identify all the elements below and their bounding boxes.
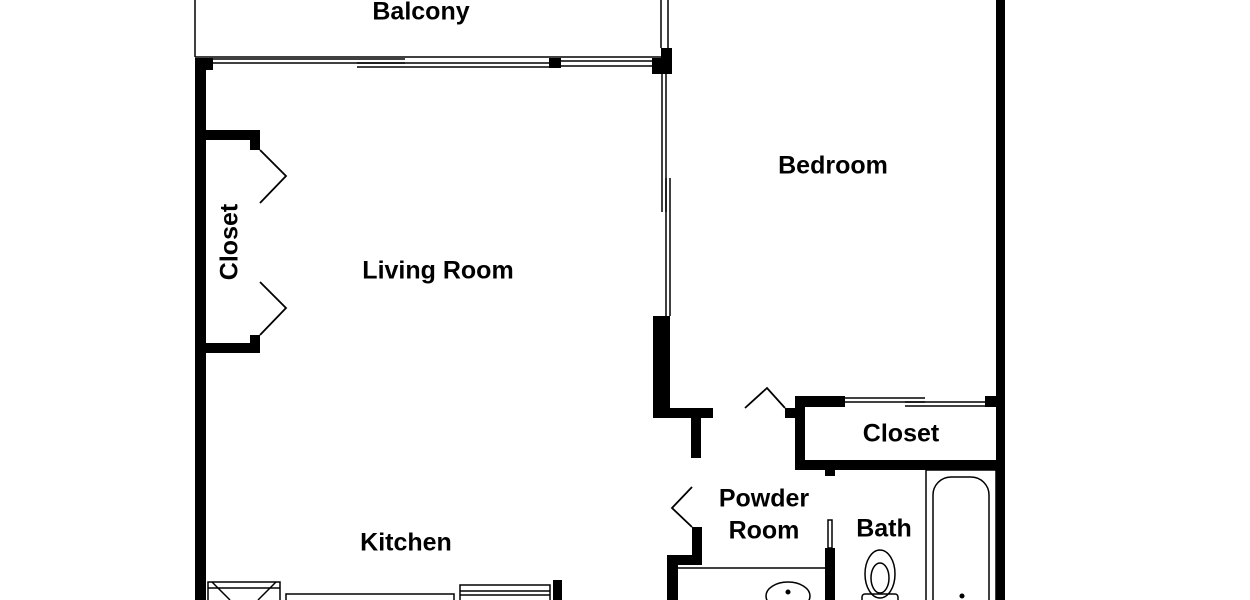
wall-powder-left-top: [667, 555, 692, 565]
wall-corner-balcony: [661, 48, 672, 74]
wall-powder-left: [667, 555, 678, 600]
wall-bed-closet-top: [795, 396, 845, 407]
closet-door-upper: [259, 149, 288, 204]
range: [459, 584, 551, 600]
balcony-outline: [194, 0, 669, 58]
bath-fixtures: [861, 469, 997, 600]
closet-door-lower: [259, 281, 288, 336]
room-label-living-room: Living Room: [362, 257, 513, 285]
toilet-bowl: [864, 549, 896, 599]
walls: [195, 0, 1005, 600]
sliding-door-bed-closet: [845, 397, 985, 407]
toilet-tank: [861, 593, 899, 600]
wall-partition-stub: [691, 408, 701, 458]
wall-bath-powder: [825, 548, 835, 600]
room-label-powder-room-line2: Room: [729, 517, 800, 545]
wall-kitchen-stub: [553, 580, 562, 600]
powder-towel-bar: [827, 519, 833, 549]
bathtub-outer: [925, 469, 997, 600]
wall-bed-closet-left: [795, 396, 805, 470]
room-label-closet-bedroom: Closet: [863, 420, 940, 448]
wall-partition-foot: [653, 408, 713, 418]
wall-bed-closet-bottom: [795, 460, 1005, 470]
door-swings: [259, 149, 786, 528]
room-label-powder-room-line1: Powder: [719, 485, 810, 513]
wall-closet-bottom: [206, 343, 260, 353]
wall-bath-top-stub: [825, 460, 835, 476]
powder-sink: [765, 581, 811, 600]
room-label-balcony: Balcony: [372, 0, 469, 26]
wall-left: [195, 58, 206, 600]
kitchen-fixtures: [207, 581, 551, 600]
powder-room-fixtures: [678, 519, 833, 600]
wall-bed-closet-right-post: [985, 396, 1005, 407]
wall-partition-lower: [653, 316, 670, 418]
refrigerator: [207, 581, 281, 600]
wall-top-mid-post: [549, 58, 561, 68]
powder-door: [670, 486, 693, 528]
wall-closet-top-post: [250, 130, 260, 150]
wall-closet-bottom-post: [250, 335, 260, 353]
wall-bed-closet-left-top: [785, 408, 803, 418]
room-label-kitchen: Kitchen: [360, 529, 452, 557]
counter: [285, 593, 455, 600]
wall-right: [996, 0, 1005, 600]
sliding-door-bedroom: [661, 74, 671, 316]
sliding-door-balcony: [213, 58, 652, 68]
bathtub-inner: [932, 476, 990, 600]
room-label-bedroom: Bedroom: [778, 152, 888, 180]
room-label-bath: Bath: [856, 515, 912, 543]
bedroom-door: [744, 386, 786, 409]
wall-closet-top: [206, 130, 260, 140]
room-label-closet-left: Closet: [216, 203, 244, 280]
wall-powder-left-stub: [692, 527, 702, 565]
